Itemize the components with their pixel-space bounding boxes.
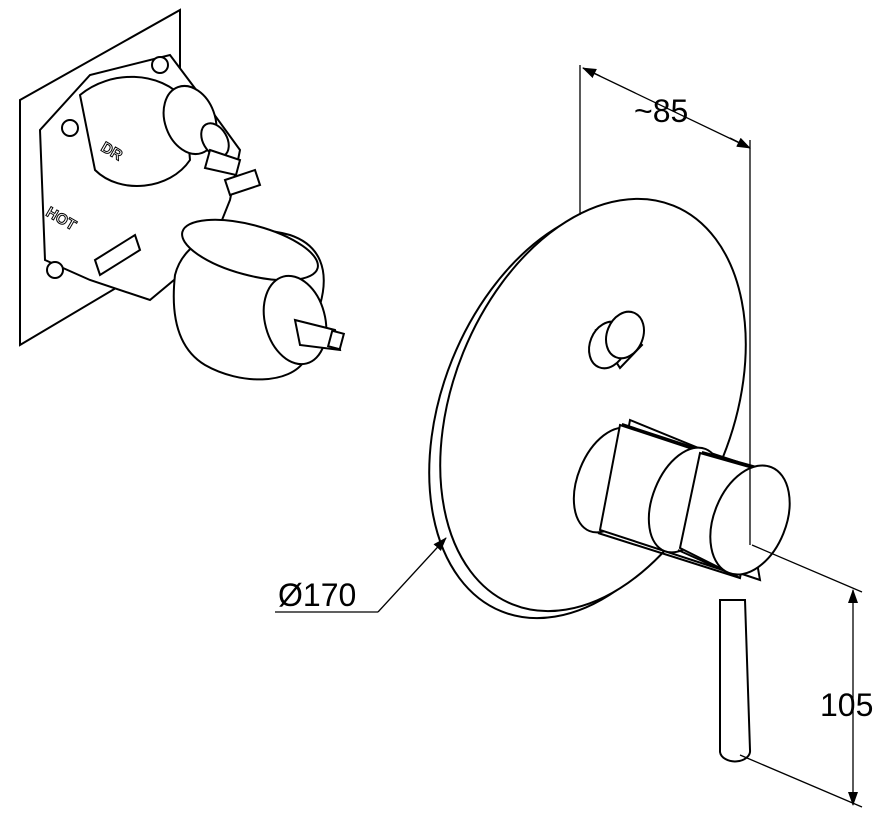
dimension-depth-label: ~85 <box>634 93 688 129</box>
diverter-button <box>588 310 645 370</box>
concealed-valve-body: DR HOT <box>19 8 346 381</box>
mixer-handle <box>572 418 791 582</box>
dimension-diameter-label: Ø170 <box>278 577 356 613</box>
rosette-plate <box>428 197 747 620</box>
dimension-diameter: Ø170 <box>275 537 447 613</box>
lever <box>719 599 752 763</box>
dimension-depth: ~85 <box>579 65 751 545</box>
dimension-lever-height-label: 105 <box>820 687 873 723</box>
dimension-lever-height: 105 <box>739 544 873 808</box>
